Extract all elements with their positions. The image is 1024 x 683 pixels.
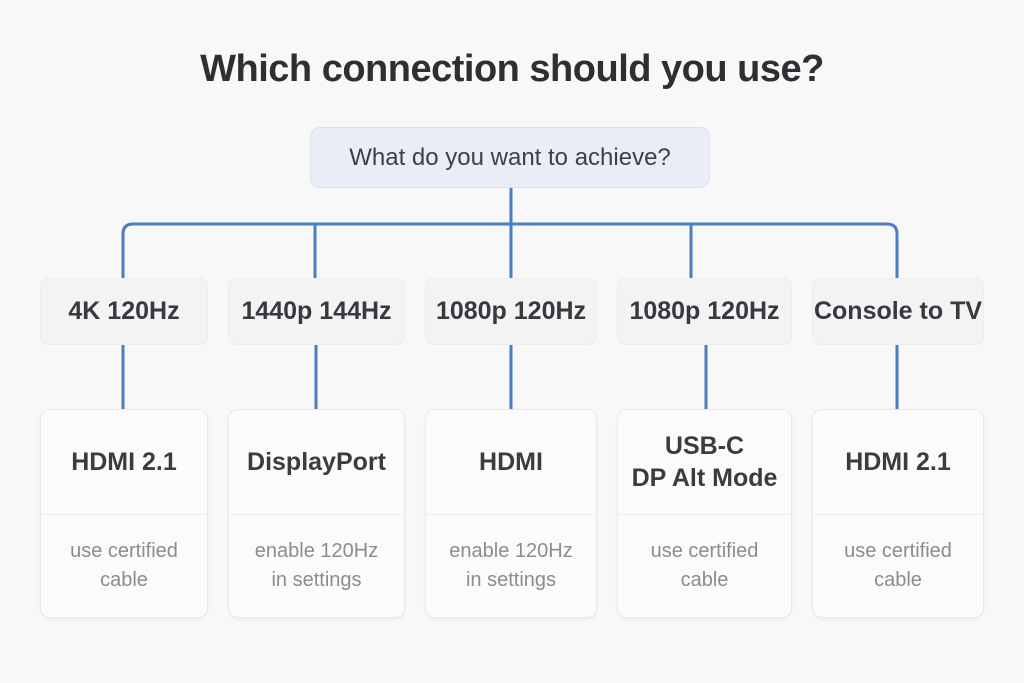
connection-name: DisplayPort xyxy=(247,448,386,476)
connection-note: use certified cable xyxy=(844,540,952,591)
result-card-hdmi21-console: HDMI 2.1 use certified cable xyxy=(812,409,984,618)
connection-note: use certified cable xyxy=(70,540,178,591)
connection-note: enable 120Hz in settings xyxy=(449,540,573,591)
goal-box-console-to-tv: Console to TV xyxy=(812,278,984,345)
goal-box-1080p-120hz: 1080p 120Hz xyxy=(425,278,597,345)
connection-note: use certified cable xyxy=(650,540,759,591)
connection-name: USB-C DP Alt Mode xyxy=(631,432,778,492)
connection-name: HDMI xyxy=(479,448,543,476)
card-divider xyxy=(42,514,206,515)
root-question-box: What do you want to achieve? xyxy=(310,127,710,188)
result-card-hdmi: HDMI enable 120Hz in settings xyxy=(425,409,597,618)
goal-box-1440p-144hz: 1440p 144Hz xyxy=(228,278,405,345)
goal-box-4k-120hz: 4K 120Hz xyxy=(40,278,208,345)
goal-label: 1440p 144Hz xyxy=(241,297,392,325)
goal-label: 1080p 120Hz xyxy=(629,297,780,325)
card-divider xyxy=(619,514,790,515)
connection-note: enable 120Hz in settings xyxy=(254,540,379,591)
root-question-label: What do you want to achieve? xyxy=(349,143,671,171)
goal-label: Console to TV xyxy=(813,297,983,325)
card-divider xyxy=(427,514,595,515)
goal-label: 1080p 120Hz xyxy=(435,297,587,325)
diagram-title: Which connection should you use? xyxy=(200,48,824,90)
connection-name: HDMI 2.1 xyxy=(71,448,177,476)
goal-box-1080p-120hz-usbc: 1080p 120Hz xyxy=(617,278,792,345)
result-card-usbc-dp-alt: USB-C DP Alt Mode use certified cable xyxy=(617,409,792,618)
result-card-hdmi21: HDMI 2.1 use certified cable xyxy=(40,409,208,618)
result-card-displayport: DisplayPort enable 120Hz in settings xyxy=(228,409,405,618)
card-divider xyxy=(814,514,982,515)
goal-label: 4K 120Hz xyxy=(68,297,180,325)
card-divider xyxy=(230,514,403,515)
connection-name: HDMI 2.1 xyxy=(845,448,951,476)
